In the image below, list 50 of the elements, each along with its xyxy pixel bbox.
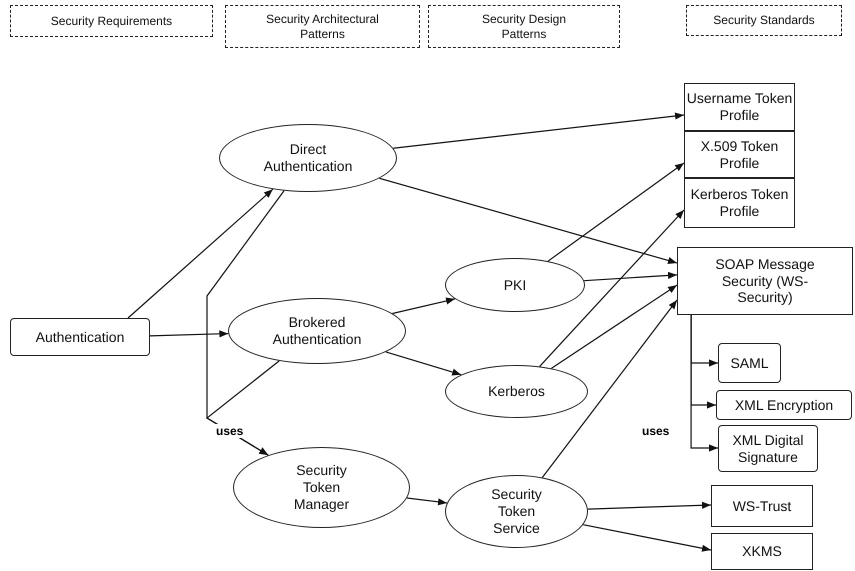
standard-box xyxy=(677,247,853,315)
rounded-box xyxy=(718,343,781,383)
standard-box xyxy=(684,83,795,131)
node-label: Security Architectural Patterns xyxy=(265,12,380,41)
arrow xyxy=(583,524,712,552)
rounded-box xyxy=(718,425,818,472)
standard-box xyxy=(684,131,795,178)
node-label: Kerberos xyxy=(488,383,545,400)
column-heading-box xyxy=(686,5,842,36)
node-label: Kerberos Token Profile xyxy=(690,186,790,220)
arrow xyxy=(551,284,678,369)
standard-box xyxy=(711,485,813,527)
rounded-box xyxy=(10,318,150,356)
column-heading-box xyxy=(10,5,213,37)
node-label: Direct Authentication xyxy=(262,141,354,175)
node-label: SOAP Message Security (WS-Security) xyxy=(714,256,816,306)
node-label: Authentication xyxy=(36,328,124,346)
node-label: XML Encryption xyxy=(734,396,834,414)
standard-box xyxy=(711,533,813,570)
arrow xyxy=(392,297,456,314)
arrow xyxy=(128,188,274,318)
node-label: XKMS xyxy=(742,543,782,560)
arrow xyxy=(379,178,678,264)
arrow xyxy=(150,330,228,338)
node-label: WS-Trust xyxy=(732,498,792,514)
arrow xyxy=(588,502,712,510)
column-heading-box xyxy=(428,5,620,48)
arrow xyxy=(539,210,684,367)
edge-label: uses xyxy=(214,424,246,438)
node-label: SAML xyxy=(730,354,769,372)
node-label: Security Token Service xyxy=(490,486,543,537)
node-label: XML Digital Signature xyxy=(731,432,805,466)
arrow xyxy=(584,272,678,282)
node-label: Security Requirements xyxy=(50,14,172,28)
arrow xyxy=(548,162,684,262)
column-heading-box xyxy=(225,5,420,48)
node-label: Security Token Manager xyxy=(292,462,350,513)
rounded-box xyxy=(716,390,852,420)
arrow xyxy=(542,300,678,478)
standard-box xyxy=(684,178,795,228)
node-label: PKI xyxy=(504,276,526,294)
node-label: Security Design Patterns xyxy=(480,12,568,41)
node-label: Username Token Profile xyxy=(686,90,794,124)
arrow xyxy=(690,315,718,452)
arrow xyxy=(386,351,462,376)
arrow xyxy=(393,112,684,149)
node-label: X.509 Token Profile xyxy=(700,138,780,172)
node-label: Security Standards xyxy=(713,13,815,28)
arrow xyxy=(406,497,448,506)
node-label: Brokered Authentication xyxy=(272,314,362,348)
